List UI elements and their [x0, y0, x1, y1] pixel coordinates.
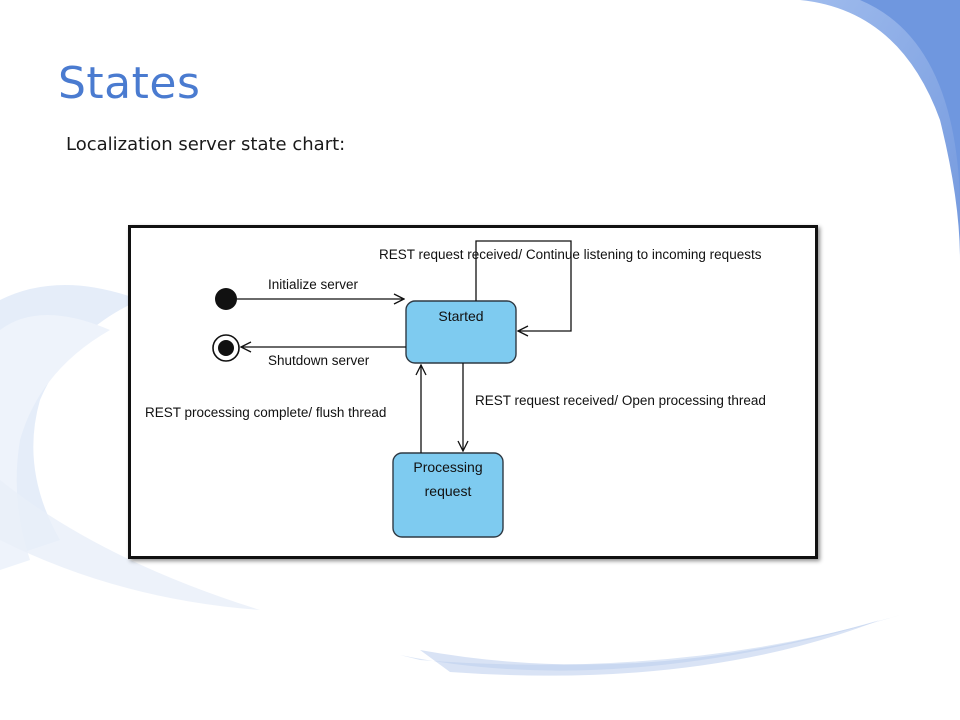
- transition-to-processing-label: REST request received/ Open processing t…: [475, 393, 766, 408]
- state-processing-label-line1: Processing: [413, 459, 482, 475]
- state-started: Started: [405, 300, 517, 364]
- transition-self-loop-label: REST request received/ Continue listenin…: [379, 247, 762, 262]
- initial-state-node: [215, 288, 237, 310]
- transition-initialize-label: Initialize server: [268, 277, 359, 292]
- transition-to-started-label: REST processing complete/ flush thread: [145, 405, 386, 420]
- slide-subtitle: Localization server state chart:: [66, 134, 346, 155]
- state-chart-diagram: Started Processing request Initialize se…: [128, 225, 818, 559]
- state-started-label: Started: [438, 308, 483, 324]
- final-state-node: [212, 334, 240, 362]
- slide-title: States: [58, 58, 201, 109]
- state-processing-request: Processing request: [392, 452, 504, 538]
- transition-shutdown-label: Shutdown server: [268, 353, 370, 368]
- transition-self-loop-arrow: [475, 240, 572, 331]
- state-chart-canvas: Started Processing request Initialize se…: [145, 240, 766, 538]
- state-processing-label-line2: request: [425, 483, 472, 499]
